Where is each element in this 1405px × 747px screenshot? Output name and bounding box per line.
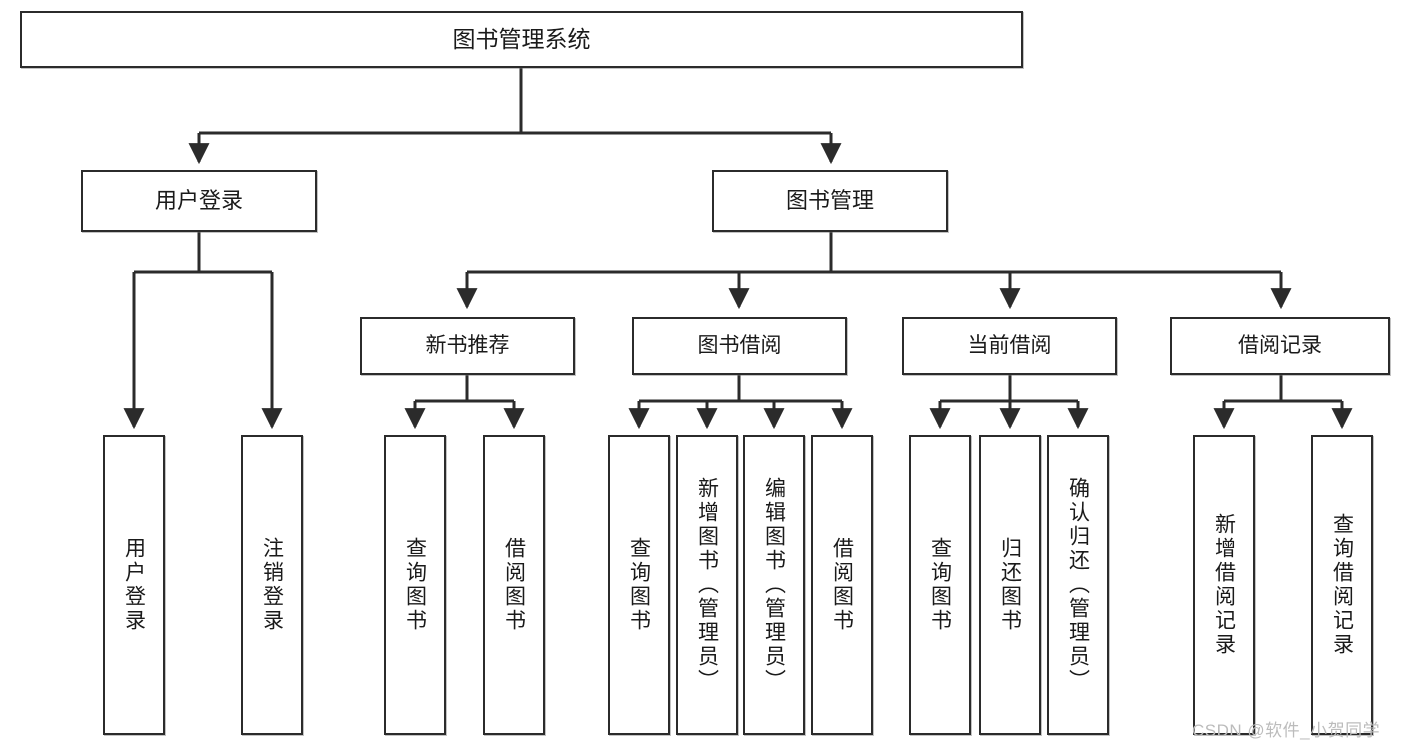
node-user-login[interactable]: 用户登录 [81,170,317,232]
node-root[interactable]: 图书管理系统 [20,11,1023,68]
node-leaf-query-book-2[interactable]: 查询图书 [608,435,670,735]
node-leaf-logout-login[interactable]: 注销登录 [241,435,303,735]
node-leaf-add-book-label: 新增图书（管理员） [695,477,719,693]
node-leaf-return-book-label: 归还图书 [998,537,1022,633]
node-leaf-add-record-label: 新增借阅记录 [1212,513,1236,657]
node-new-book-recommend-label: 新书推荐 [425,333,510,357]
node-leaf-query-record-label: 查询借阅记录 [1330,513,1354,657]
node-leaf-query-book-2-label: 查询图书 [627,537,651,633]
node-leaf-borrow-book-1[interactable]: 借阅图书 [483,435,545,735]
node-user-login-label: 用户登录 [154,188,243,214]
node-book-borrow-label: 图书借阅 [697,333,782,357]
node-book-management-label: 图书管理 [785,188,874,214]
node-leaf-query-book-1-label: 查询图书 [403,537,427,633]
node-leaf-user-login-label: 用户登录 [122,537,146,633]
node-new-book-recommend[interactable]: 新书推荐 [360,317,575,375]
node-leaf-add-book[interactable]: 新增图书（管理员） [676,435,738,735]
node-leaf-query-book-3-label: 查询图书 [928,537,952,633]
node-leaf-confirm-return-label: 确认归还（管理员） [1066,477,1090,693]
node-leaf-borrow-book-1-label: 借阅图书 [502,537,526,633]
node-current-borrow[interactable]: 当前借阅 [902,317,1117,375]
node-book-borrow[interactable]: 图书借阅 [632,317,847,375]
node-leaf-query-book-1[interactable]: 查询图书 [384,435,446,735]
node-leaf-borrow-book-2[interactable]: 借阅图书 [811,435,873,735]
node-leaf-edit-book[interactable]: 编辑图书（管理员） [743,435,805,735]
node-leaf-user-login[interactable]: 用户登录 [103,435,165,735]
node-leaf-query-book-3[interactable]: 查询图书 [909,435,971,735]
node-root-label: 图书管理系统 [452,26,591,53]
node-book-management[interactable]: 图书管理 [712,170,948,232]
csdn-watermark: CSDN @软件_小贺同学 [1192,721,1381,740]
node-leaf-confirm-return[interactable]: 确认归还（管理员） [1047,435,1109,735]
node-current-borrow-label: 当前借阅 [967,333,1052,357]
node-borrow-record-label: 借阅记录 [1238,333,1322,357]
node-leaf-borrow-book-2-label: 借阅图书 [830,537,854,633]
node-leaf-edit-book-label: 编辑图书（管理员） [762,477,786,693]
node-leaf-logout-login-label: 注销登录 [260,537,284,633]
node-leaf-return-book[interactable]: 归还图书 [979,435,1041,735]
node-borrow-record[interactable]: 借阅记录 [1170,317,1390,375]
node-leaf-add-record[interactable]: 新增借阅记录 [1193,435,1255,735]
node-leaf-query-record[interactable]: 查询借阅记录 [1311,435,1373,735]
